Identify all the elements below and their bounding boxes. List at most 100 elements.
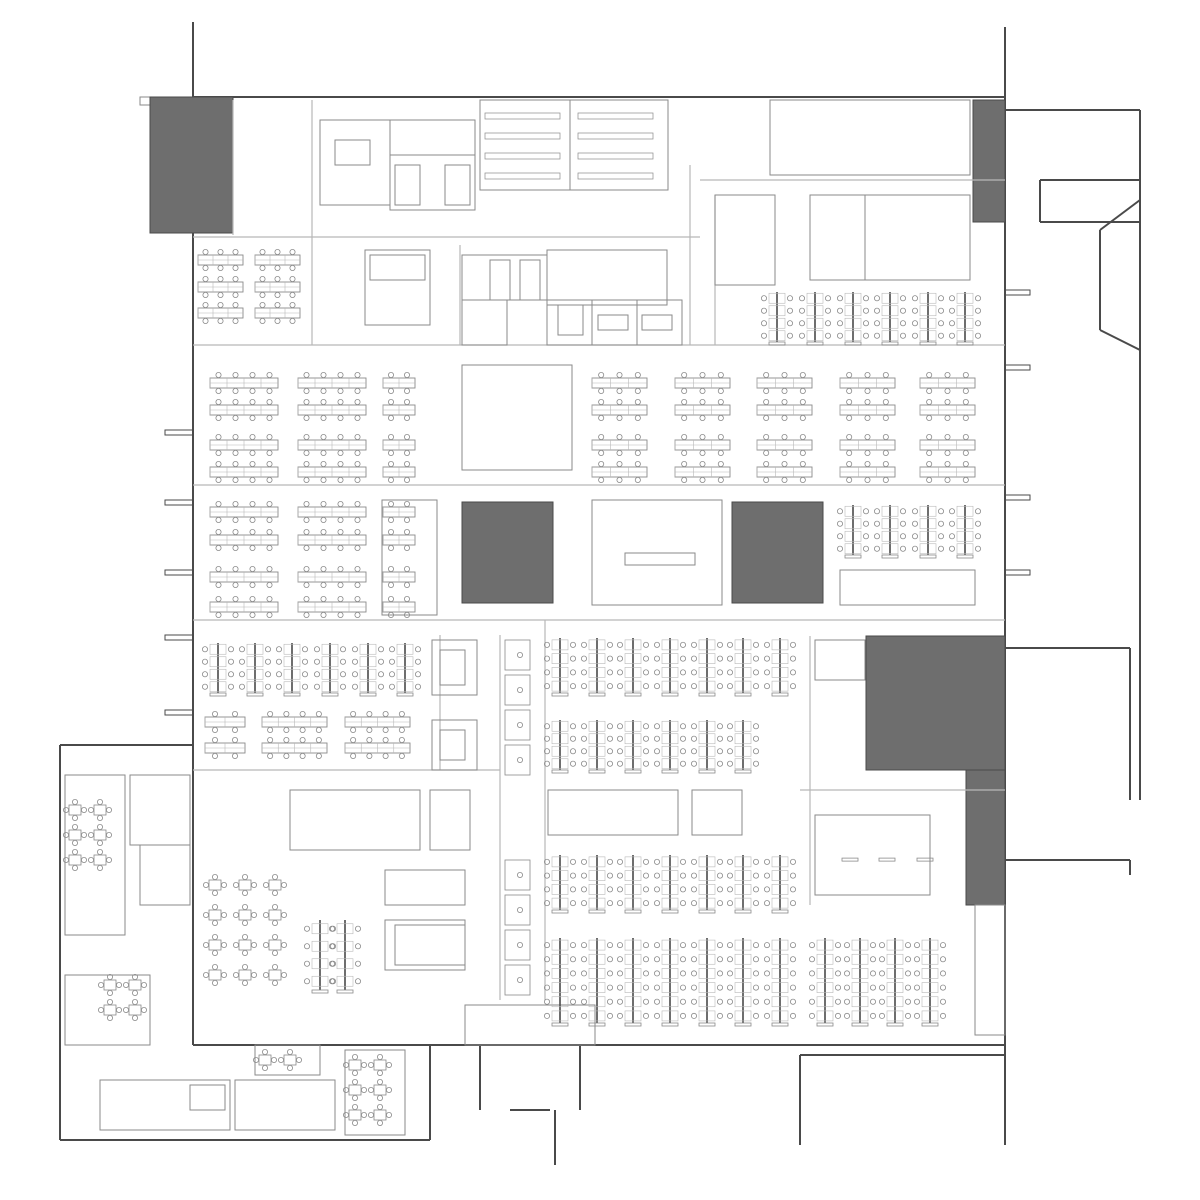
chair <box>249 460 256 467</box>
chair <box>846 414 853 421</box>
room <box>714 194 776 286</box>
chair <box>717 1012 724 1019</box>
chair <box>350 737 357 744</box>
desk <box>551 953 569 965</box>
chair <box>303 943 310 950</box>
chair <box>912 307 919 314</box>
chair <box>905 998 912 1005</box>
chair <box>944 398 951 405</box>
chair <box>232 317 239 324</box>
chair <box>315 711 322 718</box>
chair <box>201 658 208 665</box>
desk <box>311 923 329 935</box>
chair <box>266 500 273 507</box>
chair <box>753 970 760 977</box>
desk <box>734 758 752 770</box>
chair <box>764 872 771 879</box>
bench-end <box>768 341 786 346</box>
desk <box>624 667 642 678</box>
desk <box>771 968 789 979</box>
chair <box>949 545 956 552</box>
chair <box>544 956 551 963</box>
chair <box>544 872 551 879</box>
chair <box>691 872 698 879</box>
chair <box>266 371 273 378</box>
desk <box>886 968 904 979</box>
chair <box>264 658 271 665</box>
chair <box>863 508 870 515</box>
rooms <box>64 99 1006 1136</box>
desk <box>661 653 679 664</box>
desk <box>336 958 354 970</box>
desk <box>956 530 974 542</box>
chair <box>940 970 947 977</box>
chair <box>717 900 724 907</box>
chair <box>617 956 624 963</box>
chair <box>303 960 310 967</box>
column-pier <box>164 634 194 641</box>
chair <box>616 449 623 456</box>
desk <box>698 968 716 979</box>
chair <box>303 500 310 507</box>
chair <box>354 387 361 394</box>
conference-table <box>624 552 696 566</box>
chair <box>106 832 113 839</box>
chair <box>787 295 794 302</box>
chair <box>215 433 222 440</box>
chair <box>217 317 224 324</box>
cubicle <box>504 929 531 961</box>
chair <box>634 460 641 467</box>
chair <box>727 858 734 865</box>
chair <box>607 984 614 991</box>
chair <box>131 990 138 997</box>
chair <box>962 460 969 467</box>
chair <box>905 970 912 977</box>
chair <box>781 476 788 483</box>
bench-end <box>771 692 789 697</box>
chair <box>227 683 234 690</box>
chair <box>354 414 361 421</box>
chair <box>900 320 907 327</box>
desk <box>588 653 606 664</box>
room <box>636 299 683 346</box>
chair <box>598 371 605 378</box>
chair <box>870 970 877 977</box>
chair <box>617 970 624 977</box>
chair <box>131 999 138 1006</box>
desk <box>588 856 606 868</box>
chair <box>215 414 222 421</box>
chair <box>274 248 281 255</box>
conference-table <box>369 254 426 281</box>
chair <box>275 683 282 690</box>
chair <box>634 476 641 483</box>
chair <box>654 984 661 991</box>
desk <box>588 982 606 993</box>
column-pier <box>164 569 194 576</box>
column-pier <box>1004 364 1031 371</box>
chair <box>299 711 306 718</box>
chair <box>570 942 577 949</box>
chair <box>387 566 394 573</box>
chair <box>790 858 797 865</box>
chair <box>717 956 724 963</box>
chair <box>938 520 945 527</box>
chair <box>414 658 421 665</box>
chair <box>962 476 969 483</box>
chair <box>617 748 624 755</box>
chair <box>337 500 344 507</box>
chair <box>271 920 278 927</box>
chair <box>202 301 209 308</box>
cafe-table <box>93 804 107 816</box>
chair <box>790 655 797 662</box>
chair <box>72 824 79 831</box>
bench-end <box>956 341 974 346</box>
desk <box>551 745 569 757</box>
chair <box>581 984 588 991</box>
chair <box>403 433 410 440</box>
desk <box>588 758 606 770</box>
chair <box>232 476 239 483</box>
chair <box>241 874 248 881</box>
chair <box>835 1012 842 1019</box>
chair <box>874 295 881 302</box>
bench-end <box>661 1022 679 1027</box>
